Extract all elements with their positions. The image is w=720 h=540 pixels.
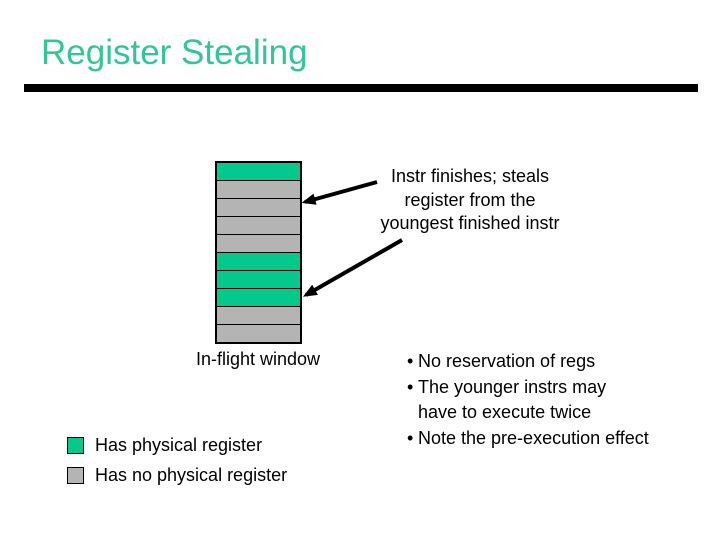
- note-line: Note the pre-execution effect: [418, 427, 649, 448]
- legend-item: Has no physical register: [67, 466, 287, 484]
- page-title: Register Stealing: [41, 33, 308, 72]
- bullet-icon: •: [407, 351, 414, 371]
- stack-row: [217, 288, 300, 306]
- arrow-to-lower-row-icon: [302, 238, 403, 297]
- stack-row: [217, 306, 300, 324]
- note-line: The younger instrs may: [418, 376, 607, 397]
- legend-item: Has physical register: [67, 436, 287, 454]
- annotation-line: Instr finishes; steals: [390, 166, 550, 186]
- list-item: • No reservation of regs: [407, 349, 649, 375]
- in-flight-window-label: In-flight window: [195, 349, 321, 369]
- bullet-icon: •: [407, 427, 414, 448]
- no-register-swatch-icon: [67, 466, 84, 484]
- notes-list: • No reservation of regs • The younger i…: [407, 349, 649, 451]
- stack-row: [217, 216, 300, 234]
- bullet-icon: •: [407, 376, 414, 397]
- stack-row: [217, 270, 300, 288]
- list-item: • The younger instrs may have to execute…: [407, 375, 649, 426]
- stack-row: [217, 198, 300, 216]
- stack-row: [217, 234, 300, 252]
- annotation-line: register from the: [404, 189, 536, 210]
- legend-label: Has physical register: [95, 435, 263, 455]
- has-register-swatch-icon: [67, 436, 84, 454]
- stack-row: [217, 252, 300, 270]
- legend-label: Has no physical register: [95, 465, 288, 485]
- stack-row: [217, 180, 300, 198]
- stack-row: [217, 163, 300, 180]
- list-item: • Note the pre-execution effect: [407, 426, 649, 452]
- stack-row: [217, 324, 300, 342]
- steal-annotation: Instr finishes; steals register from the…: [355, 165, 585, 236]
- note-line: have to execute twice: [418, 402, 592, 422]
- note-line: No reservation of regs: [418, 351, 596, 371]
- in-flight-window-stack: [215, 161, 302, 344]
- legend: Has physical register Has no physical re…: [67, 436, 287, 484]
- annotation-line: youngest finished instr: [380, 213, 560, 233]
- title-rule: [24, 84, 698, 92]
